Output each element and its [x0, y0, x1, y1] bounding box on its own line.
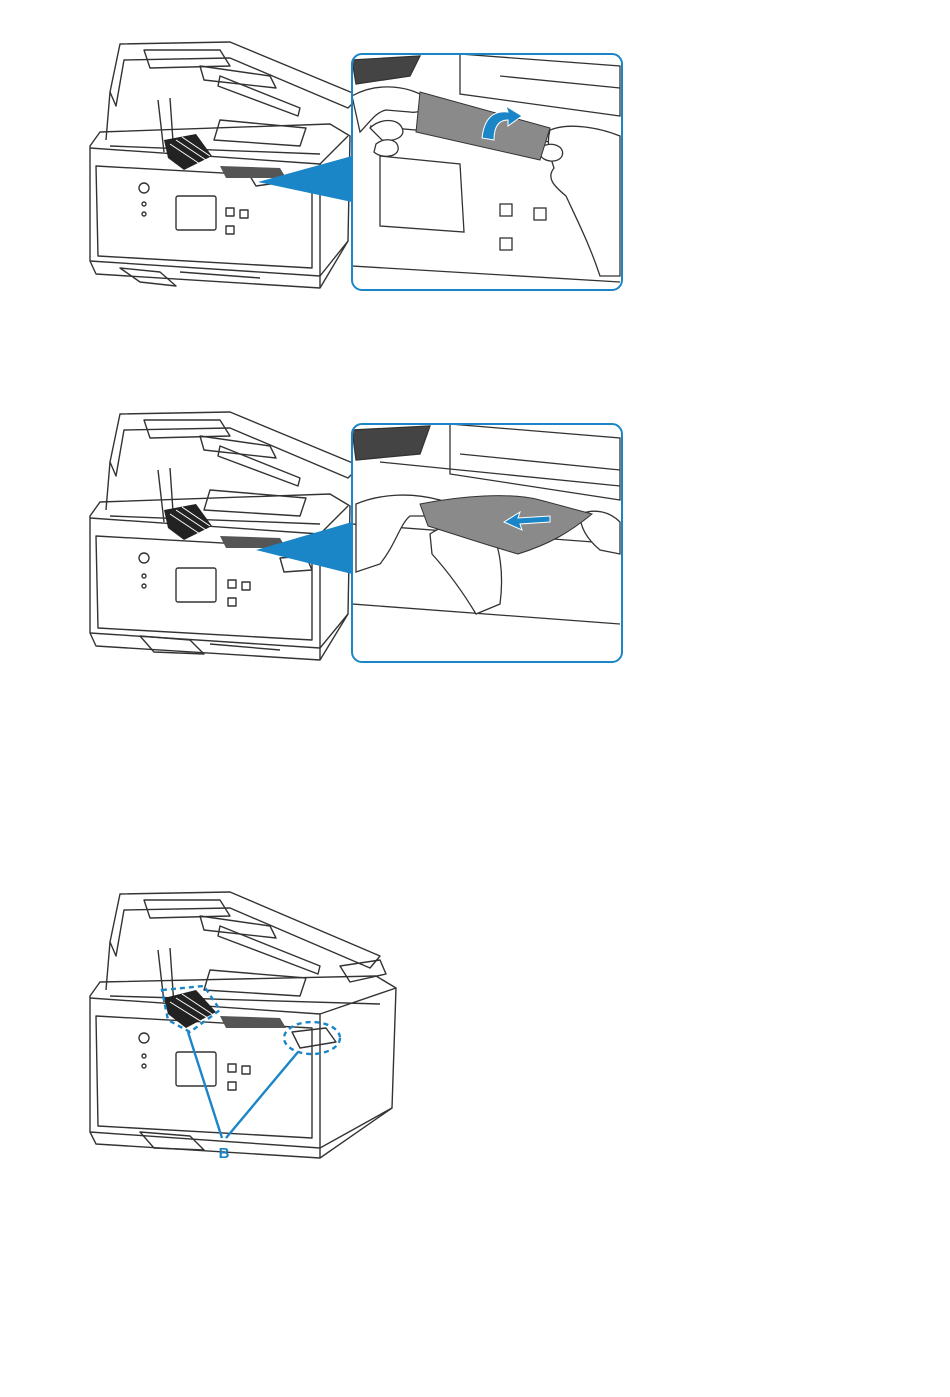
callout-label-b: B	[219, 1145, 230, 1162]
figure-printer-part-b-callout: B	[80, 882, 400, 1162]
figure-printer-remove-jammed-paper-2	[80, 404, 632, 666]
zoom-inset	[352, 54, 622, 290]
figure-printer-remove-jammed-paper-1	[80, 36, 632, 294]
printer-illustration: B	[80, 882, 400, 1162]
zoom-inset	[352, 424, 622, 662]
printer-illustration	[80, 36, 632, 294]
printer-illustration	[80, 404, 632, 666]
